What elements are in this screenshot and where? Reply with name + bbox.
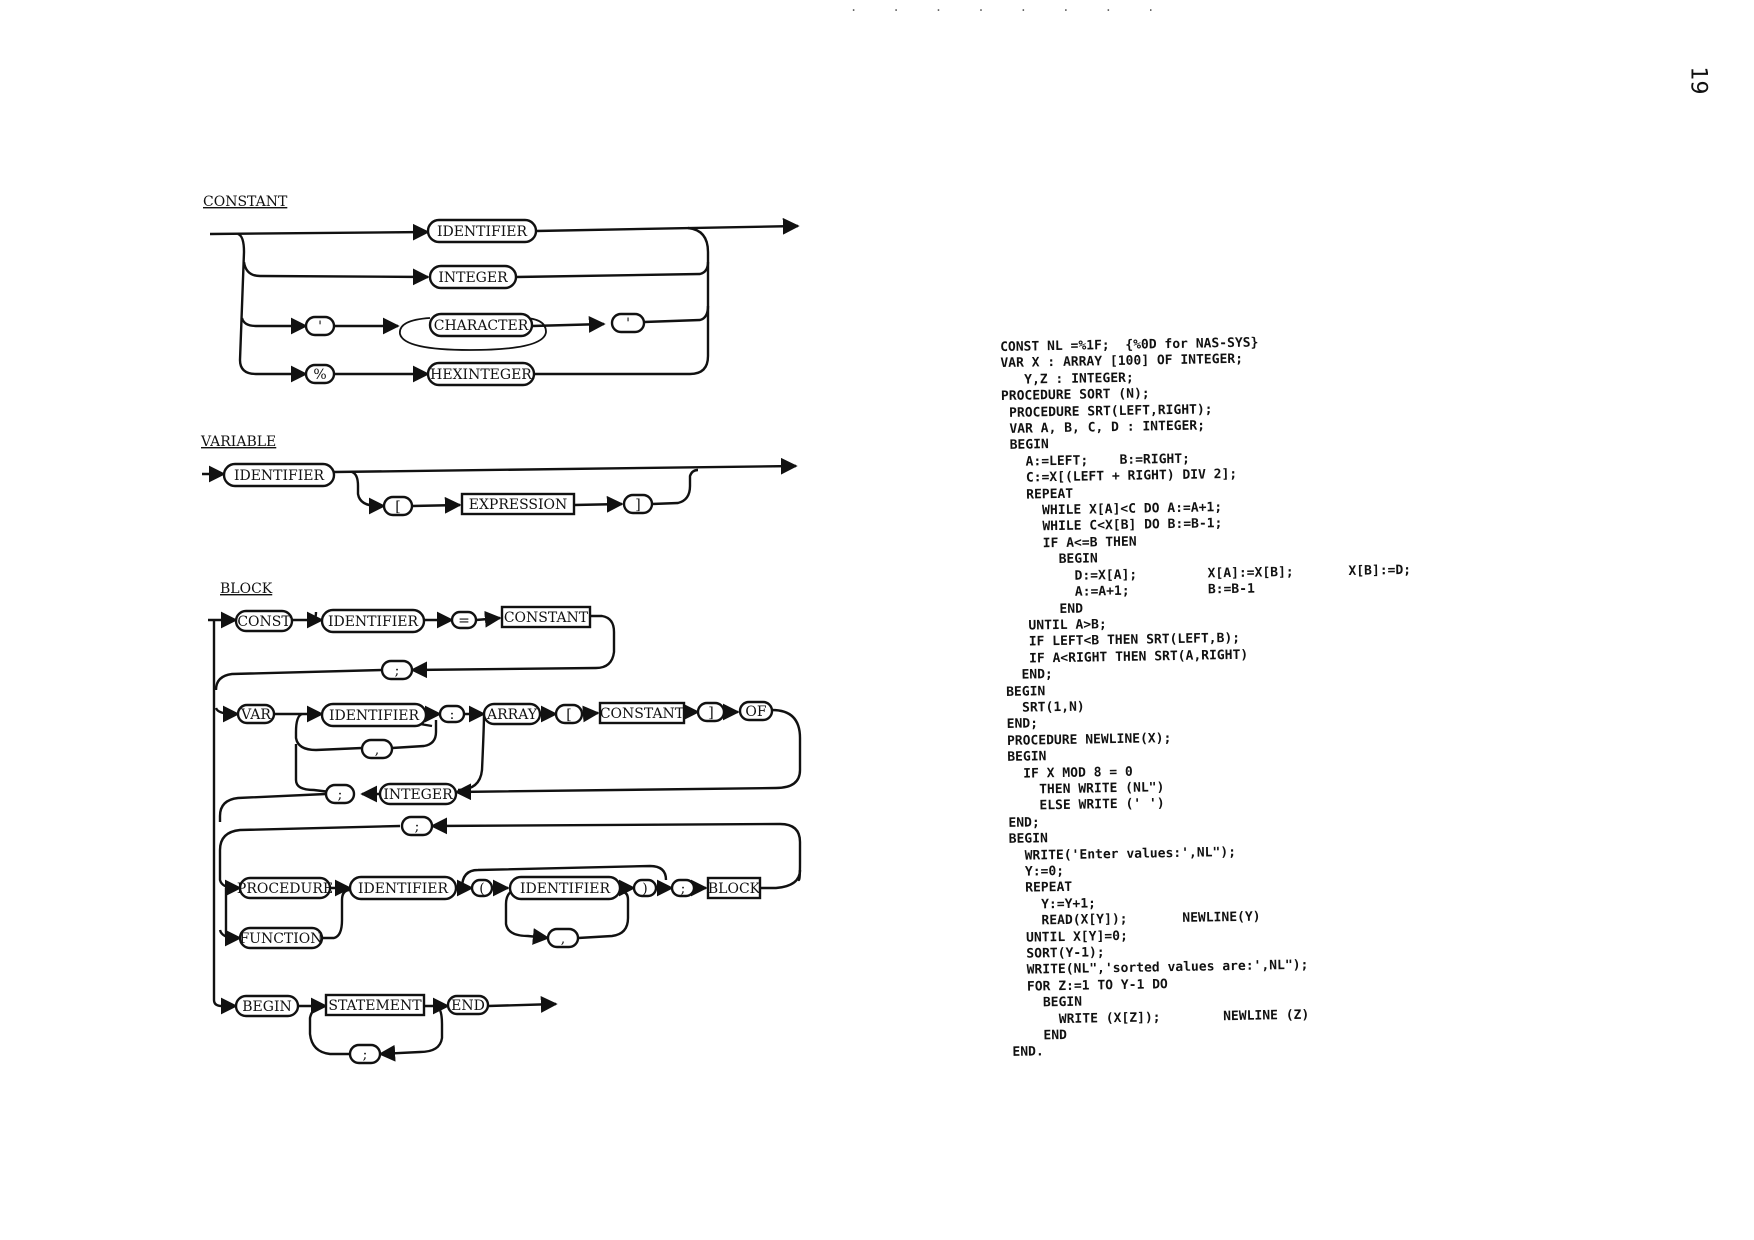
block-array-node: ARRAY bbox=[486, 707, 538, 723]
block-const-semicolon-node: ; bbox=[395, 663, 400, 679]
block-end-node: END bbox=[451, 998, 485, 1014]
block-param-identifier-node: IDENTIFIER bbox=[520, 881, 611, 897]
block-block-node: BLOCK bbox=[708, 881, 761, 897]
variable-expression-node: EXPRESSION bbox=[469, 497, 568, 513]
block-heading: BLOCK bbox=[220, 581, 273, 597]
block-of-node: OF bbox=[745, 704, 766, 720]
constant-identifier-node: IDENTIFIER bbox=[437, 224, 528, 240]
block-var-comma-node: , bbox=[375, 742, 379, 758]
constant-percent-node: % bbox=[313, 367, 326, 383]
variable-identifier-node: IDENTIFIER bbox=[234, 468, 325, 484]
block-function-node: FUNCTION bbox=[239, 931, 322, 947]
constant-heading: CONSTANT bbox=[203, 194, 288, 210]
block-array-constant-node: CONSTANT bbox=[600, 706, 685, 722]
page-number: 19 bbox=[1685, 66, 1711, 95]
block-array-open-node: [ bbox=[566, 707, 571, 723]
variable-bracket-open-node: [ bbox=[395, 499, 400, 515]
variable-bracket-close-node: ] bbox=[635, 497, 640, 513]
block-paren-open-node: ( bbox=[479, 881, 484, 897]
constant-integer-node: INTEGER bbox=[438, 270, 508, 286]
block-diagram: CONST IDENTIFIER = CONSTANT ; VAR IDENTI… bbox=[208, 605, 802, 1065]
block-colon-node: : bbox=[450, 707, 455, 723]
block-var-identifier-node: IDENTIFIER bbox=[329, 708, 420, 724]
block-array-close-node: ] bbox=[708, 705, 713, 721]
block-proc-identifier-node: IDENTIFIER bbox=[358, 881, 449, 897]
block-proc-semicolon-node: ; bbox=[415, 819, 420, 835]
block-integer-node: INTEGER bbox=[383, 787, 453, 803]
constant-character-node: CHARACTER bbox=[434, 318, 529, 334]
constant-hexinteger-node: HEXINTEGER bbox=[430, 367, 532, 383]
block-param-comma-node: , bbox=[561, 931, 565, 947]
constant-quote-open-node: ' bbox=[318, 319, 322, 335]
block-paren-close-node: ) bbox=[642, 881, 647, 897]
variable-heading: VARIABLE bbox=[200, 434, 276, 450]
variable-diagram: IDENTIFIER [ EXPRESSION ] bbox=[202, 457, 798, 517]
block-const-constant-node: CONSTANT bbox=[504, 610, 589, 626]
block-var-semicolon-node: ; bbox=[338, 787, 343, 803]
block-stmt-semicolon-node: ; bbox=[363, 1047, 368, 1063]
block-var-node: VAR bbox=[240, 707, 271, 723]
block-statement-node: STATEMENT bbox=[328, 998, 422, 1014]
block-block-semicolon-node: ; bbox=[681, 881, 686, 897]
block-procedure-node: PROCEDURE bbox=[237, 881, 333, 897]
block-equals-node: = bbox=[458, 613, 470, 629]
block-begin-node: BEGIN bbox=[242, 999, 291, 1015]
constant-diagram: IDENTIFIER INTEGER ' CHARACTER ' % HEXIN… bbox=[209, 217, 800, 387]
block-const-identifier-node: IDENTIFIER bbox=[328, 614, 419, 630]
pascal-code-listing: CONST NL =%1F; {%0D for NAS-SYS}VAR X : … bbox=[1000, 330, 1573, 1062]
scan-artifact-dots: . . . . . . . . bbox=[850, 0, 1169, 14]
block-const-node: CONST bbox=[237, 614, 291, 630]
constant-quote-close-node: ' bbox=[626, 316, 630, 332]
